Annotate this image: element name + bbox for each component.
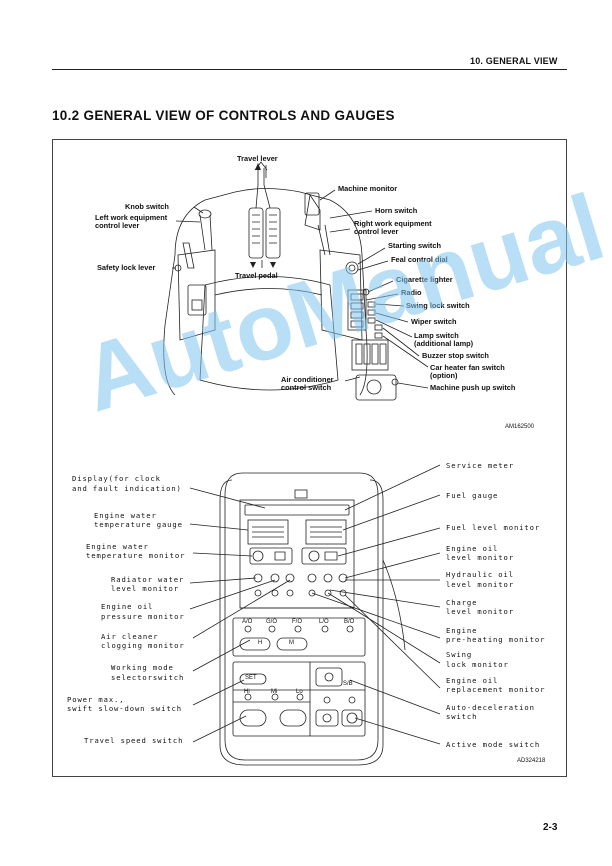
label-fuel-level: Fuel level monitor bbox=[446, 523, 541, 532]
label-machine-monitor: Machine monitor bbox=[338, 184, 398, 193]
label-left-lever-1: Left work equipment bbox=[95, 213, 168, 222]
label-aircon-2: control switch bbox=[281, 383, 332, 392]
label-water-mon-2: temperature monitor bbox=[86, 551, 186, 560]
mode-bo: B/O bbox=[344, 619, 355, 625]
label-swing-1: Swing bbox=[446, 650, 473, 659]
label-lamp-2: (additional lamp) bbox=[414, 339, 474, 348]
label-active-mode: Active mode switch bbox=[446, 740, 541, 749]
speed-hi: Hi bbox=[244, 689, 250, 695]
label-water-gauge-1: Engine water bbox=[94, 511, 157, 520]
set-label: SET bbox=[245, 675, 257, 681]
label-wiper: Wiper switch bbox=[411, 317, 457, 326]
label-radiator-1: Radiator water bbox=[111, 575, 185, 584]
label-left-lever-2: control lever bbox=[95, 221, 140, 230]
label-heater-1: Car heater fan switch bbox=[430, 363, 505, 372]
mode-fo: F/O bbox=[292, 619, 302, 625]
header-rule bbox=[52, 69, 567, 70]
label-cigarette-lighter: Cigarette lighter bbox=[396, 275, 453, 284]
label-fuel-gauge: Fuel gauge bbox=[446, 491, 499, 500]
label-push-up: Machine push up switch bbox=[430, 383, 516, 392]
label-hyd-2: level monitor bbox=[446, 580, 514, 589]
label-autodecel-1: Auto-deceleration bbox=[446, 703, 535, 712]
label-water-mon-1: Engine water bbox=[86, 542, 149, 551]
label-radiator-2: level monitor bbox=[111, 584, 179, 593]
label-knob-switch: Knob switch bbox=[125, 202, 169, 211]
label-right-lever-2: control lever bbox=[354, 227, 399, 236]
label-replace-1: Engine oil bbox=[446, 676, 499, 685]
label-swing-2: lock monitor bbox=[446, 660, 509, 669]
section-header: 10. GENERAL VIEW bbox=[470, 56, 558, 66]
label-oil-press-1: Engine oil bbox=[101, 602, 154, 611]
mode-h: H bbox=[258, 640, 263, 646]
mode-go: G/O bbox=[266, 619, 278, 625]
speed-lo: Lo bbox=[296, 689, 303, 695]
label-preheat-1: Engine bbox=[446, 626, 478, 635]
label-hyd-1: Hydraulic oil bbox=[446, 570, 514, 579]
figure-frame bbox=[52, 139, 567, 777]
label-travel-lever: Travel lever bbox=[237, 154, 278, 163]
mode-m: M bbox=[289, 640, 294, 646]
label-radio: Radio bbox=[401, 288, 422, 297]
label-power-2: swift slow-down switch bbox=[67, 704, 182, 713]
label-horn-switch: Horn switch bbox=[375, 206, 418, 215]
label-travel-speed: Travel speed switch bbox=[84, 736, 184, 745]
label-aircon-1: Air conditioner bbox=[281, 375, 334, 384]
label-air-2: clogging monitor bbox=[101, 641, 185, 650]
label-power-1: Power max., bbox=[67, 695, 125, 704]
label-preheat-2: pre-heating monitor bbox=[446, 635, 546, 644]
label-mode-1: Working mode bbox=[111, 663, 174, 672]
mode-lo: L/O bbox=[319, 619, 329, 625]
figure-code-top: AM162500 bbox=[505, 424, 535, 430]
speed-mi: Mi bbox=[271, 689, 278, 695]
label-swing-lock: Swing lock switch bbox=[406, 301, 470, 310]
page-number: 2-3 bbox=[543, 822, 558, 833]
label-mode-2: selectorswitch bbox=[111, 673, 185, 682]
label-display-2: and fault indication) bbox=[72, 484, 182, 493]
label-lamp-1: Lamp switch bbox=[414, 331, 459, 340]
label-water-gauge-2: temperature gauge bbox=[94, 520, 183, 529]
label-autodecel-2: switch bbox=[446, 712, 478, 721]
sb-label: S/B bbox=[343, 681, 353, 687]
label-oil-level-2: level monitor bbox=[446, 553, 514, 562]
label-replace-2: replacement monitor bbox=[446, 685, 546, 694]
page-title: 10.2 GENERAL VIEW OF CONTROLS AND GAUGES bbox=[52, 108, 395, 123]
label-buzzer: Buzzer stop switch bbox=[422, 351, 489, 360]
label-safety-lock: Safety lock lever bbox=[97, 263, 156, 272]
label-charge-1: Charge bbox=[446, 598, 478, 607]
label-air-1: Air cleaner bbox=[101, 632, 159, 641]
label-oil-press-2: pressure monitor bbox=[101, 612, 185, 621]
label-right-lever-1: Right work equipment bbox=[354, 219, 432, 228]
label-travel-pedal: Travel pedal bbox=[235, 271, 278, 280]
label-display-1: Display(for clock bbox=[72, 474, 161, 483]
label-heater-2: (option) bbox=[430, 371, 458, 380]
figure-code-bottom: AD324218 bbox=[517, 758, 546, 764]
mode-ao: A/O bbox=[242, 619, 253, 625]
label-starting-switch: Starting switch bbox=[388, 241, 441, 250]
label-oil-level-1: Engine oil bbox=[446, 544, 499, 553]
label-charge-2: level monitor bbox=[446, 607, 514, 616]
label-feel-dial: Feal control dial bbox=[391, 255, 448, 264]
label-service-meter: Service meter bbox=[446, 461, 514, 470]
